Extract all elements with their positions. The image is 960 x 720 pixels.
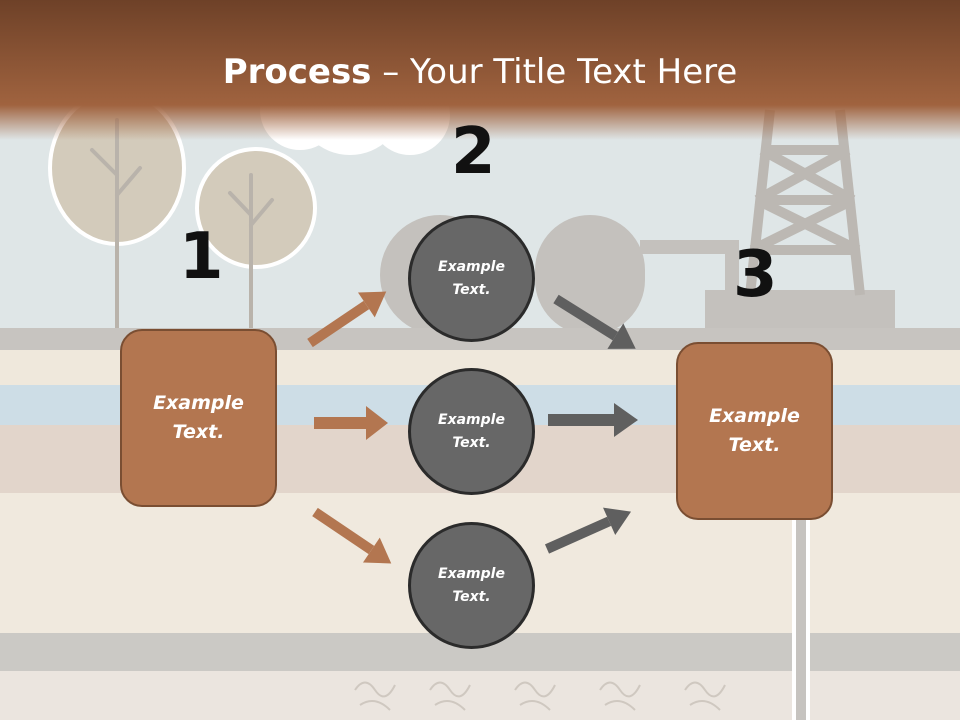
node-middle-label: Example Text. <box>438 411 505 451</box>
step-1-box: Example Text. <box>120 329 277 507</box>
arrows-in <box>307 291 392 564</box>
node-top: Example Text. <box>408 215 535 342</box>
arrows-out <box>544 294 638 554</box>
node-bottom: Example Text. <box>408 522 535 649</box>
step-3-box: Example Text. <box>676 342 833 520</box>
step-number-2: 2 <box>451 115 496 189</box>
step-number-3: 3 <box>733 238 778 312</box>
step-number-1: 1 <box>179 220 224 294</box>
node-middle: Example Text. <box>408 368 535 495</box>
node-top-label: Example Text. <box>438 258 505 298</box>
step-1-label: Example Text. <box>153 392 244 443</box>
page-title: Process – Your Title Text Here <box>0 52 960 92</box>
title-bold: Process <box>222 52 372 92</box>
step-3-label: Example Text. <box>709 405 800 456</box>
title-rest: – Your Title Text Here <box>371 52 738 92</box>
oil-derrick <box>745 109 865 296</box>
node-bottom-label: Example Text. <box>438 565 505 605</box>
